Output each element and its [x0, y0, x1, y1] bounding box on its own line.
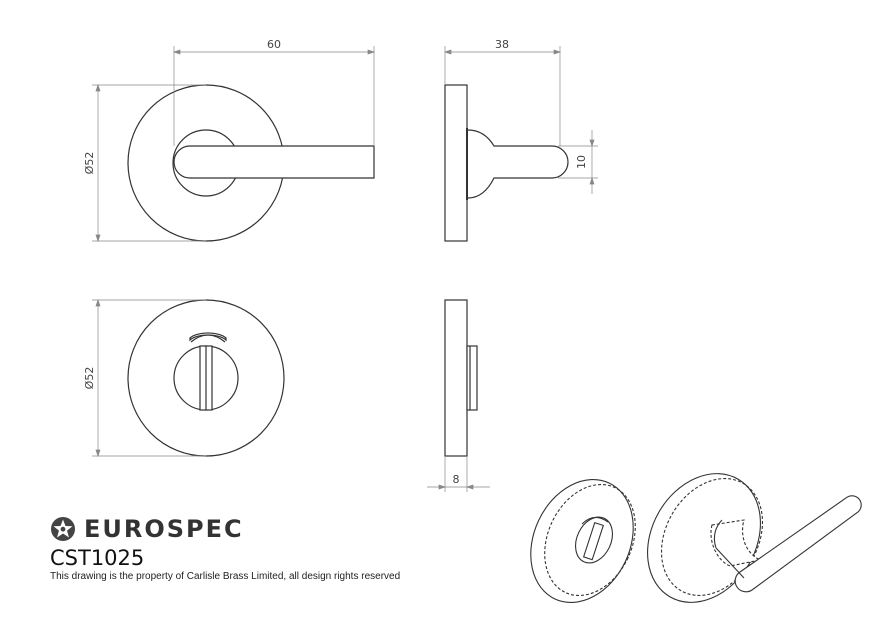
- rose-diameter-top-dimension: [92, 83, 206, 243]
- rose-diameter-top-label: Ø52: [83, 152, 96, 175]
- turn-projection-label: 8: [453, 473, 460, 486]
- lever-thickness-label: 10: [575, 155, 588, 169]
- turn-front-view: [127, 299, 285, 457]
- rose-width-dimension: [172, 46, 376, 146]
- lever-thickness-dimension: [558, 130, 598, 194]
- product-code: CST1025: [50, 546, 145, 570]
- rose-width-label: 60: [267, 38, 281, 51]
- turn-side-view: [444, 299, 478, 457]
- star-in-circle-icon: [51, 517, 75, 541]
- turn-projection-dimension: [427, 456, 490, 492]
- copyright-notice: This drawing is the property of Carlisle…: [50, 571, 401, 582]
- lever-side-view: [444, 84, 569, 242]
- title-block: EUROSPEC CST1025 This drawing is the pro…: [50, 514, 400, 582]
- lever-projection-dimension: [443, 46, 562, 146]
- brand-row: EUROSPEC: [50, 514, 400, 544]
- rose-diameter-bottom-dimension: [92, 298, 206, 458]
- lever-isometric-view: [647, 473, 862, 603]
- turn-isometric-view: [530, 479, 636, 603]
- rose-diameter-bottom-label: Ø52: [83, 367, 96, 390]
- brand-name: EUROSPEC: [84, 515, 244, 543]
- lever-projection-label: 38: [495, 38, 509, 51]
- lever-front-view: [127, 84, 375, 242]
